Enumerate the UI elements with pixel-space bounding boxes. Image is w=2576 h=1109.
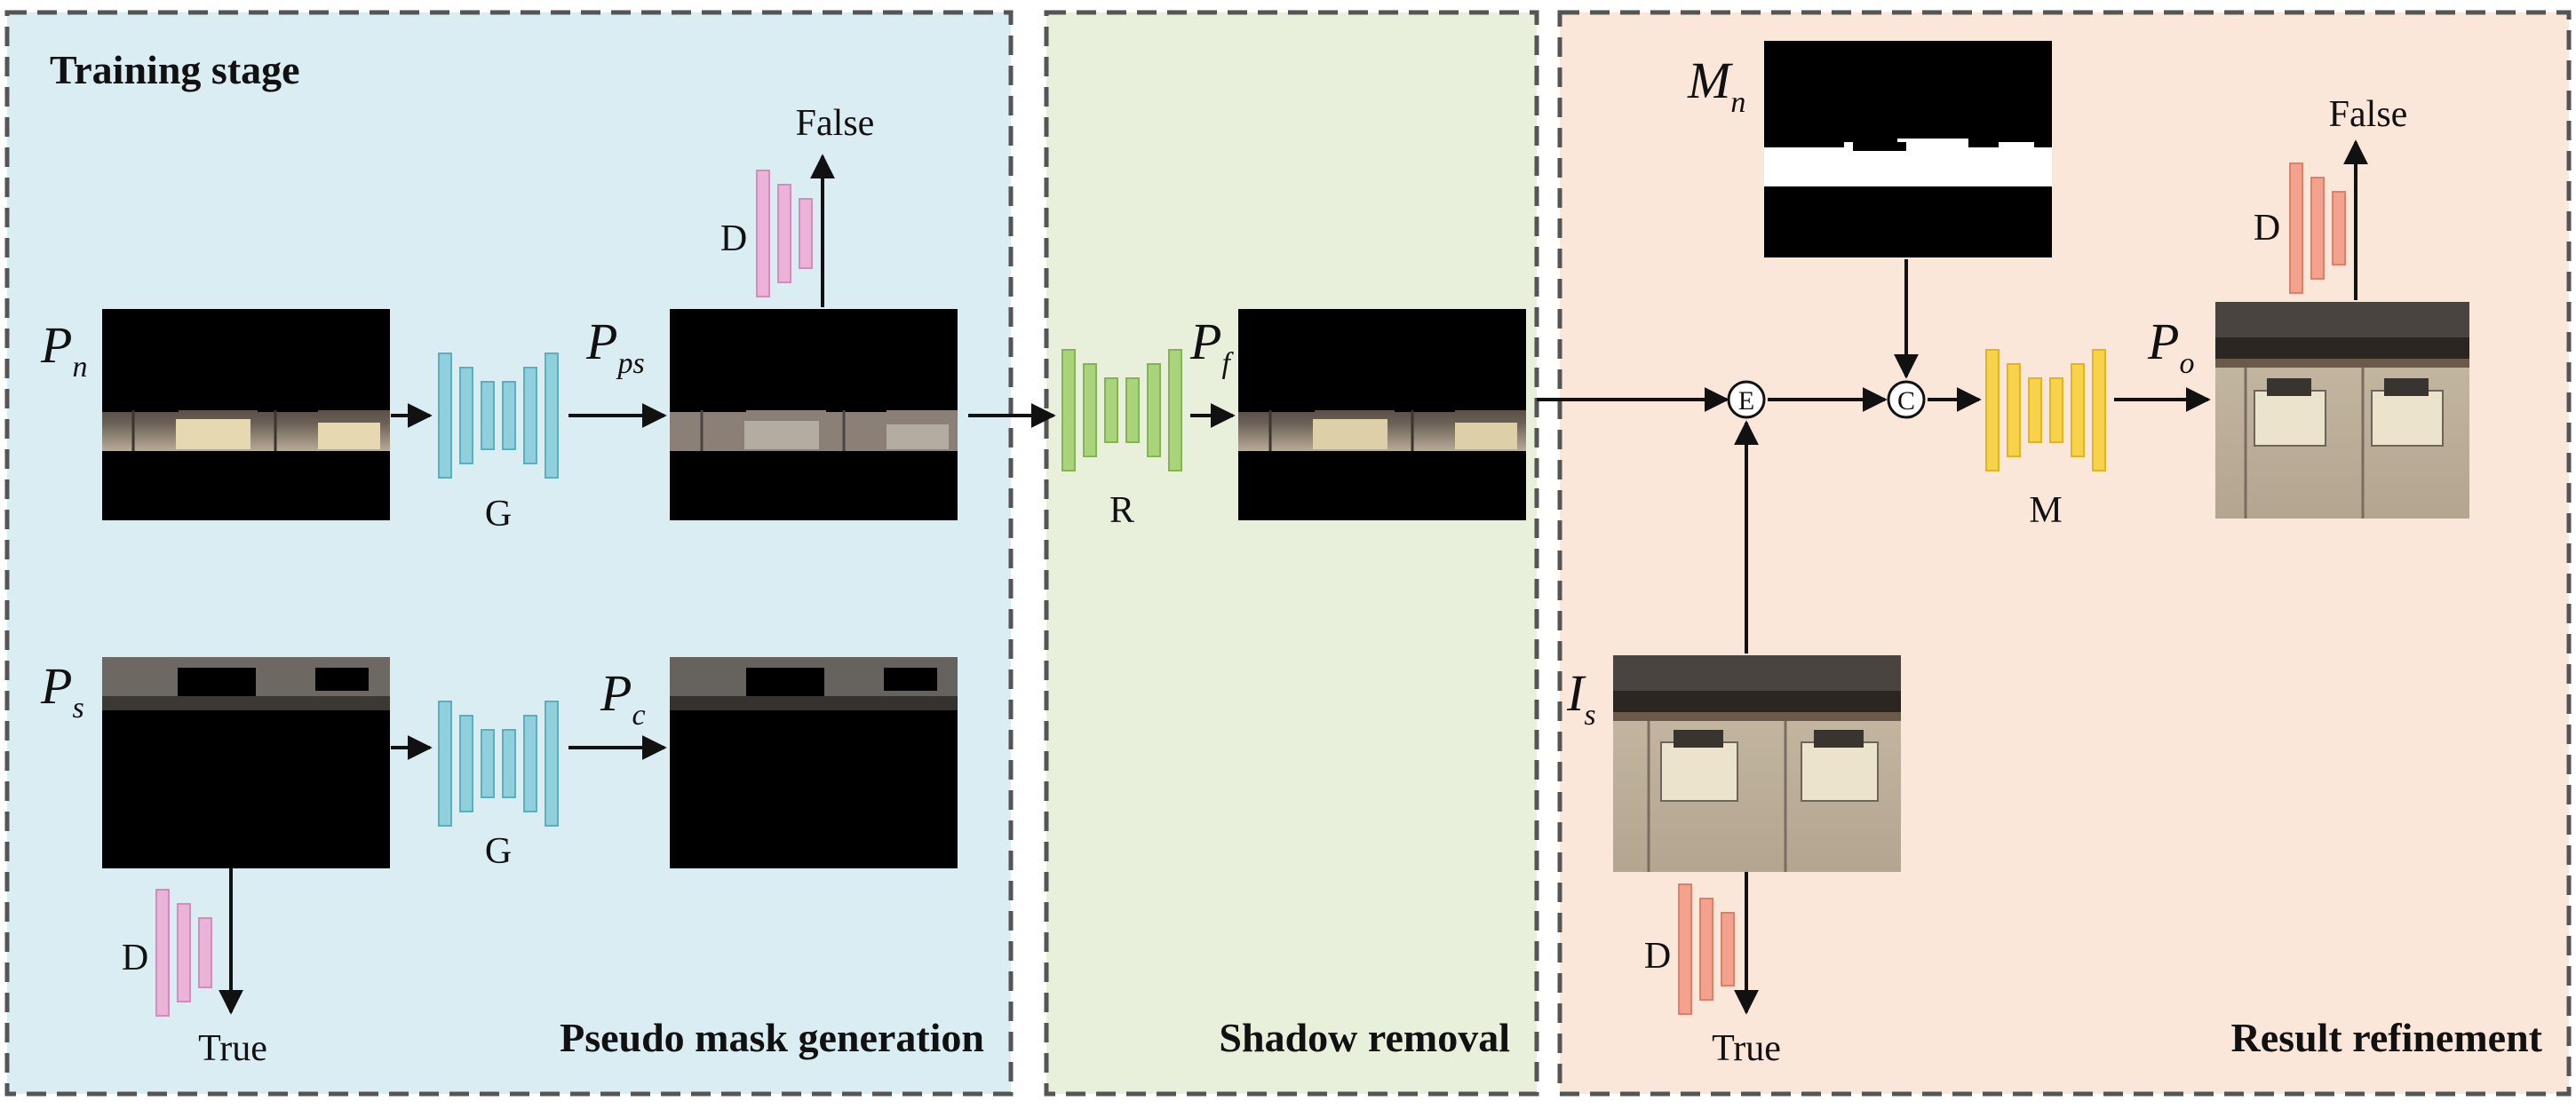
merge-network-m — [1985, 349, 2106, 471]
operator-e-label: E — [1738, 386, 1754, 416]
label-po: Po — [2147, 313, 2194, 380]
output-labels: False True False True — [198, 94, 2407, 1069]
training-panel-box — [4, 10, 1014, 1097]
ps-image — [102, 657, 390, 868]
training-panel: Training stage Pseudo mask generation — [4, 10, 1014, 1097]
removal-panel-box — [1044, 10, 1539, 1097]
output-true-1: True — [198, 1028, 267, 1069]
label-g1: G — [485, 494, 512, 535]
label-d2: D — [122, 938, 148, 978]
concat-operator: C — [1887, 380, 1926, 419]
discriminator-d4 — [1678, 883, 1735, 1015]
label-mn: Mn — [1687, 51, 1745, 119]
po-image — [2215, 302, 2469, 519]
label-m: M — [2029, 490, 2062, 531]
network-labels: G G R M D D D D — [122, 208, 2280, 978]
label-d4: D — [1644, 936, 1671, 977]
removal-network-r — [1061, 349, 1182, 471]
removal-panel: Shadow removal — [1044, 10, 1539, 1097]
discriminator-d1 — [756, 170, 813, 297]
pn-image — [102, 309, 390, 520]
operator-c-label: C — [1897, 386, 1915, 416]
label-d3: D — [2254, 208, 2280, 249]
is-image — [1613, 655, 1901, 872]
generator-g2 — [438, 701, 559, 827]
output-false-1: False — [796, 103, 875, 144]
discriminator-d3 — [2289, 162, 2346, 294]
shadow-removal-caption: Shadow removal — [1219, 1015, 1510, 1060]
output-true-2: True — [1712, 1028, 1781, 1069]
generator-g1 — [438, 353, 559, 479]
label-pc: Pc — [600, 664, 646, 732]
elementwise-operator: E — [1727, 380, 1766, 419]
label-ps: Ps — [40, 657, 84, 725]
result-refinement-caption: Result refinement — [2231, 1015, 2543, 1060]
label-pps: Pps — [585, 313, 645, 380]
label-g2: G — [485, 831, 512, 872]
arrows — [219, 139, 2368, 1015]
label-d1: D — [720, 218, 747, 259]
discriminator-d2 — [155, 889, 212, 1017]
label-pn: Pn — [40, 316, 87, 384]
pseudo-mask-caption: Pseudo mask generation — [560, 1015, 984, 1060]
pc-image — [670, 657, 958, 868]
output-false-2: False — [2329, 94, 2408, 135]
label-r: R — [1109, 490, 1134, 531]
training-stage-title: Training stage — [50, 47, 300, 92]
label-is: Is — [1566, 664, 1596, 732]
mn-mask-image — [1764, 41, 2052, 257]
pps-image — [670, 309, 958, 520]
pf-image — [1238, 309, 1526, 520]
